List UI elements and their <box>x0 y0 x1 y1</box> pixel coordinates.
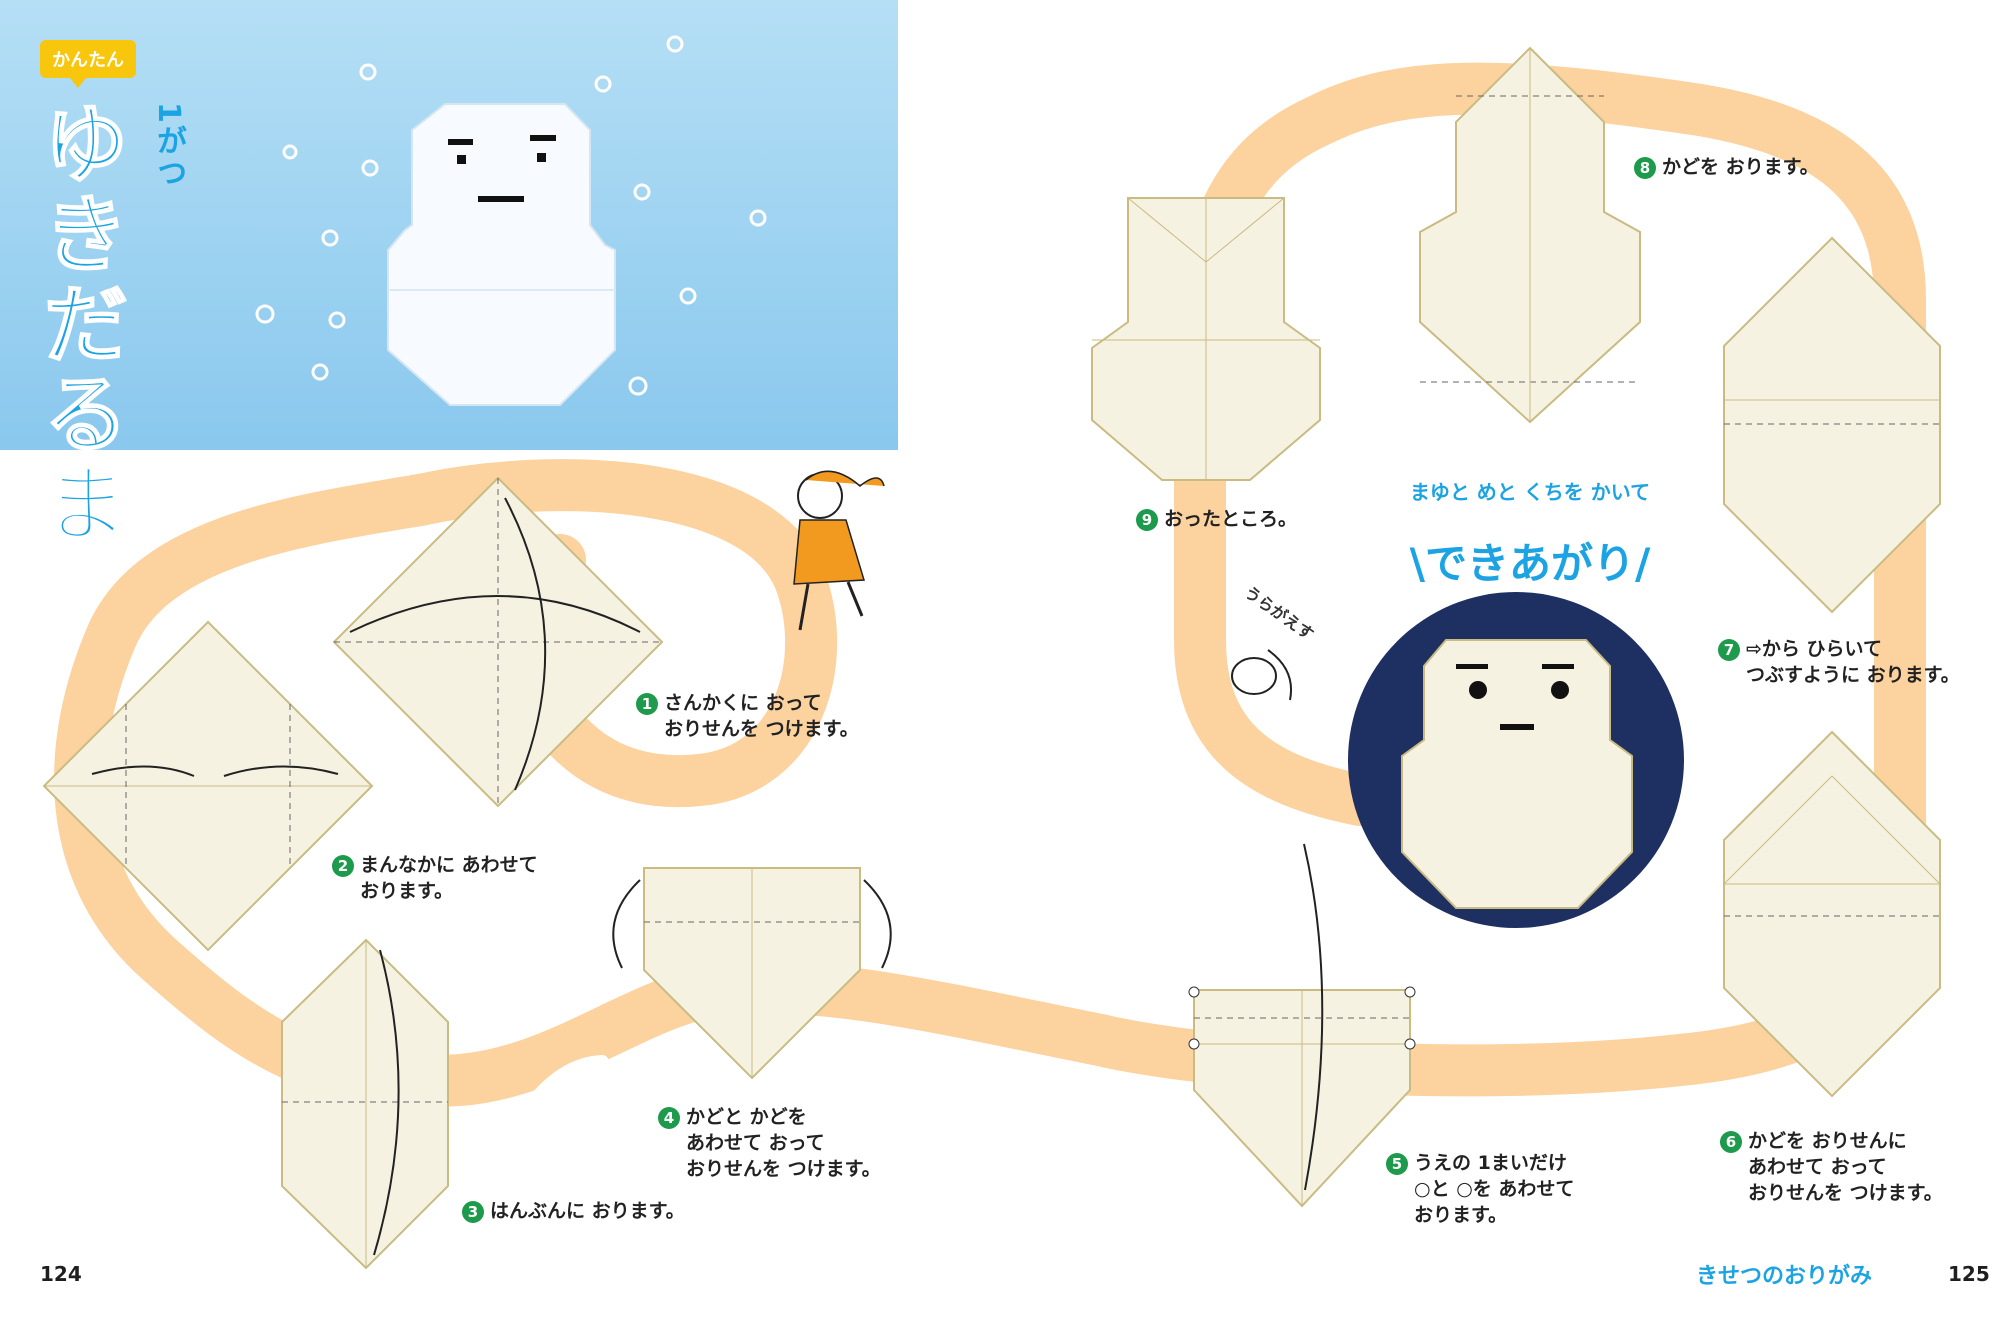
step8-diagram <box>1419 46 1641 424</box>
step5-diagram <box>1188 843 1416 1208</box>
title-char: る <box>43 366 129 464</box>
step-number: 3 <box>462 1200 484 1223</box>
direction-arrow <box>519 1055 609 1119</box>
title-char: き <box>43 186 129 284</box>
finish-instruction: まゆと めと くちを かいて <box>1409 480 1651 504</box>
hero-photo: かんたん 1がつ ゆ き だ る ま <box>0 0 898 551</box>
title-char: ゆ <box>43 96 129 194</box>
step2-diagram <box>42 620 374 952</box>
step-number: 8 <box>1634 156 1656 179</box>
title-char: だ <box>43 276 129 374</box>
step7-diagram <box>1723 236 1941 614</box>
step-number: 2 <box>332 854 354 877</box>
step-number: 1 <box>636 692 658 715</box>
step-number: 9 <box>1136 508 1158 531</box>
turn-over-arrow <box>1231 649 1292 701</box>
snowflakes <box>255 35 767 396</box>
title-char: ま <box>43 456 129 554</box>
step-number: 4 <box>658 1106 680 1129</box>
finish-title: \できあがり/ <box>1409 539 1651 588</box>
snowman-photo <box>387 103 616 406</box>
step4-diagram <box>612 867 892 1080</box>
page-number-left: 124 <box>40 1262 82 1286</box>
difficulty-tag: かんたん <box>40 40 136 88</box>
step-7-text: 7⇨から ひらいて つぶすように おります。 <box>1718 636 1960 688</box>
step3-diagram <box>281 938 449 1270</box>
page-title: ゆ き だ る ま <box>43 96 129 554</box>
girl-illustration <box>793 470 885 631</box>
step6-diagram <box>1723 730 1941 1098</box>
snow-photo <box>255 35 767 406</box>
step-number: 5 <box>1386 1152 1408 1175</box>
section-title: きせつのおりがみ <box>1695 1264 1872 1289</box>
step-number: 6 <box>1720 1130 1742 1153</box>
month-label: 1がつ <box>151 102 186 189</box>
step-number: 7 <box>1718 638 1740 661</box>
page-number-right: 125 <box>1948 1262 1990 1286</box>
step1-diagram <box>332 476 664 808</box>
finished-snowman <box>1348 592 1684 928</box>
step9-diagram <box>1091 197 1321 481</box>
